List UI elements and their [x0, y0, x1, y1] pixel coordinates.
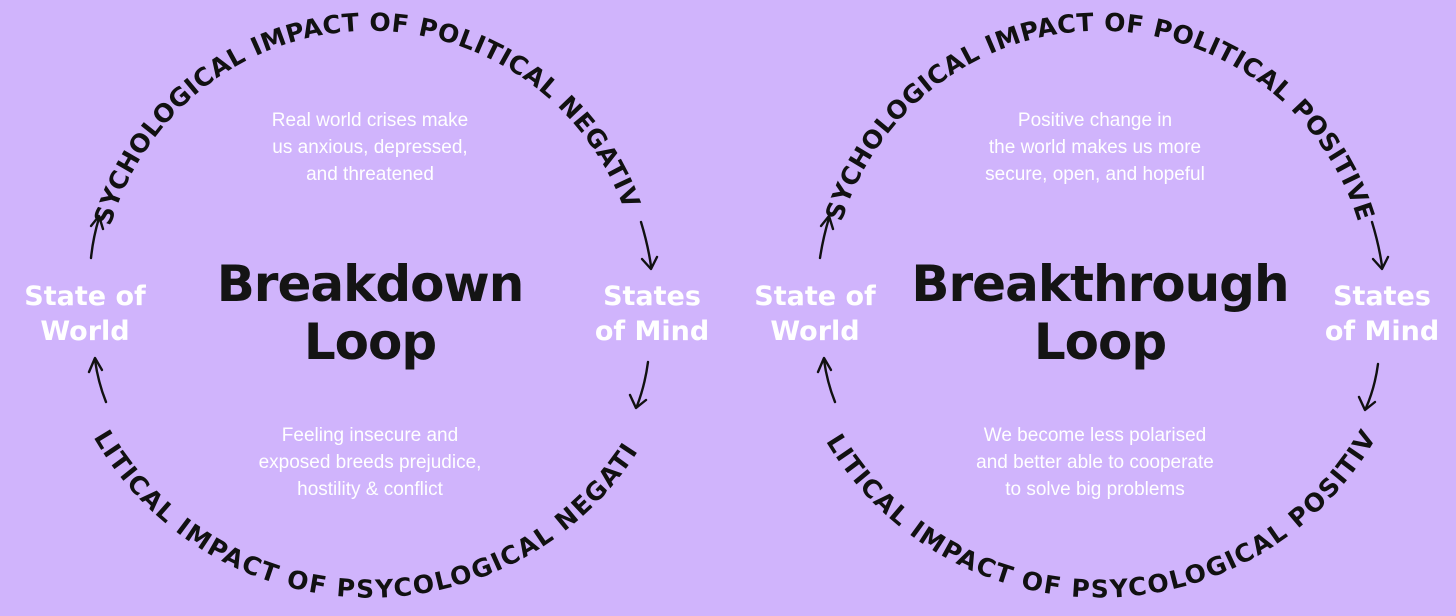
- loop-title: Breakthrough Loop: [911, 255, 1289, 371]
- arrow-right-lower-down-icon: [628, 360, 650, 410]
- state-of-world-node: State of World: [24, 281, 146, 347]
- bottom-description: We become less polarised and better able…: [976, 425, 1214, 500]
- arrow-left-up-icon: [818, 214, 835, 260]
- states-of-mind-node: States of Mind: [594, 281, 710, 347]
- loop-title: Breakdown Loop: [216, 255, 525, 371]
- arrow-right-down-icon: [639, 220, 659, 271]
- state-of-world-node: State of World: [754, 281, 876, 347]
- bottom-description: Feeling insecure and exposed breeds prej…: [258, 425, 482, 500]
- states-of-mind-node: States of Mind: [1324, 281, 1440, 347]
- arrow-left-up-icon: [89, 214, 105, 260]
- arrow-left-lower-up-icon: [87, 356, 108, 404]
- arrow-right-lower-down-icon: [1357, 362, 1380, 412]
- top-description: Real world crises make us anxious, depre…: [271, 110, 469, 185]
- arrow-left-lower-up-icon: [816, 356, 837, 404]
- arrow-right-down-icon: [1370, 220, 1390, 271]
- top-description: Positive change in the world makes us mo…: [985, 110, 1205, 185]
